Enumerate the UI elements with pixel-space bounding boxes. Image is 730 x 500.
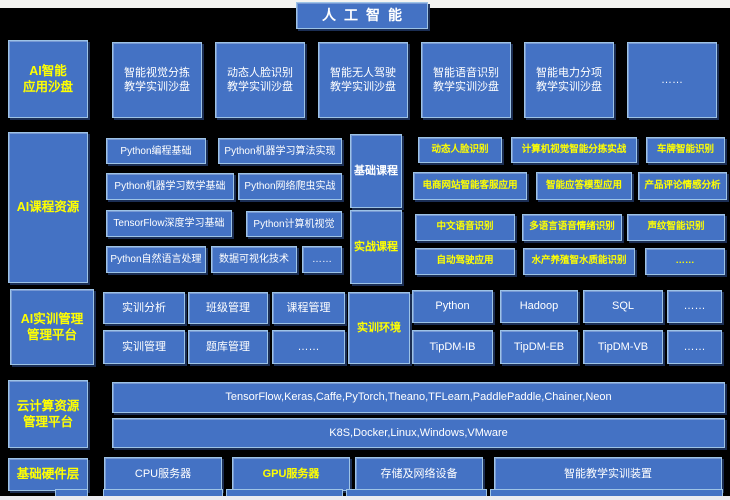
course-item: …… [302, 246, 342, 273]
practice-course-item: …… [645, 248, 725, 275]
management-item: 实训分析 [103, 292, 185, 324]
practice-course-item: 中文语音识别 [415, 214, 515, 241]
sandbox-item: …… [627, 42, 717, 118]
course-item: Python机器学习数学基础 [106, 173, 234, 200]
environment-item: …… [667, 330, 722, 364]
management-item: 班级管理 [188, 292, 268, 324]
practice-course-item: 车牌智能识别 [646, 137, 725, 163]
layer-label-cloud-resource-platform: 云计算资源 管理平台 [8, 380, 88, 448]
management-item: 题库管理 [188, 330, 268, 364]
practice-course-item: 多语言语音情绪识别 [522, 214, 622, 241]
practice-course-item: 产品评论情感分析 [638, 172, 727, 200]
partial-row-fragment [346, 489, 487, 496]
sandbox-item: 智能无人驾驶 教学实训沙盘 [318, 42, 408, 118]
environment-item: TipDM-IB [412, 330, 493, 364]
layer-label-ai-course-resources: AI课程资源 [8, 132, 88, 283]
practice-course-item: 动态人脸识别 [418, 137, 502, 163]
partial-row-fragment [226, 489, 343, 496]
course-item: Python自然语言处理 [106, 246, 206, 273]
practice-course-item: 智能应答模型应用 [536, 172, 632, 200]
platform-stack-item: K8S,Docker,Linux,Windows,VMware [112, 418, 725, 448]
training-environment-label: 实训环境 [348, 292, 410, 364]
framework-stack-item: TensorFlow,Keras,Caffe,PyTorch,Theano,TF… [112, 382, 725, 413]
layer-label-ai-application-sandbox: AI智能 应用沙盘 [8, 40, 88, 118]
bottom-strip [0, 496, 730, 500]
partial-row-fragment [490, 489, 723, 496]
practice-course-item: 自动驾驶应用 [415, 248, 515, 275]
sandbox-item: 动态人脸识别 教学实训沙盘 [215, 42, 305, 118]
environment-item: TipDM-EB [500, 330, 578, 364]
course-item: Python计算机视觉 [246, 211, 342, 237]
layer-label-hardware-layer: 基础硬件层 [8, 458, 88, 491]
partial-row-fragment [103, 489, 223, 496]
course-item: Python编程基础 [106, 138, 206, 164]
course-item: Python网络爬虫实战 [238, 173, 342, 200]
environment-item: TipDM-VB [583, 330, 663, 364]
partial-row-fragment [55, 489, 88, 496]
environment-item: …… [667, 290, 722, 323]
hardware-item: CPU服务器 [104, 457, 222, 491]
sandbox-item: 智能视觉分拣 教学实训沙盘 [112, 42, 202, 118]
practice-course-item: 电商网站智能客服应用 [413, 172, 527, 200]
hardware-item: GPU服务器 [232, 457, 350, 491]
environment-item: Hadoop [500, 290, 578, 323]
hardware-item: 智能教学实训装置 [494, 457, 722, 491]
practice-course-item: 声纹智能识别 [627, 214, 725, 241]
course-item: 数据可视化技术 [211, 246, 297, 273]
sandbox-item: 智能语音识别 教学实训沙盘 [421, 42, 511, 118]
environment-item: Python [412, 290, 493, 323]
course-item: Python机器学习算法实现 [218, 138, 342, 164]
environment-item: SQL [583, 290, 663, 323]
course-group-practice: 实战课程 [350, 210, 402, 284]
layer-label-training-management-platform: AI实训管理 管理平台 [10, 289, 94, 365]
management-item: 课程管理 [272, 292, 345, 324]
course-group-basic: 基础课程 [350, 134, 402, 208]
course-item: TensorFlow深度学习基础 [106, 210, 232, 237]
sandbox-item: 智能电力分项 教学实训沙盘 [524, 42, 614, 118]
hardware-item: 存储及网络设备 [355, 457, 483, 491]
practice-course-item: 水产养殖智水质能识别 [523, 248, 635, 275]
diagram-title: 人工智能 [296, 2, 428, 29]
management-item: …… [272, 330, 345, 364]
management-item: 实训管理 [103, 330, 185, 364]
practice-course-item: 计算机视觉智能分拣实战 [511, 137, 637, 163]
